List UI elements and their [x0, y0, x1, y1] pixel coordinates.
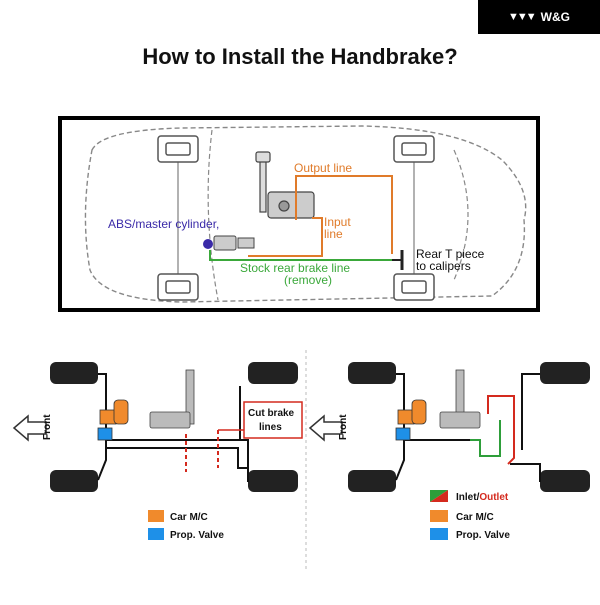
- left-callout-line-1: Cut brake: [248, 408, 295, 419]
- right-outlet-line: [487, 395, 515, 465]
- brand-name: W&G: [540, 10, 570, 24]
- car-rear-window-outline: [453, 149, 469, 281]
- car-windshield-outline: [207, 129, 219, 301]
- right-inlet-line: [470, 420, 501, 457]
- right-legend-inlet-outlet-swatch: [430, 490, 448, 502]
- wheel-rear-right: [393, 273, 435, 301]
- right-legend-inlet-outlet: Inlet/Outlet: [456, 492, 509, 503]
- left-legend-valve-swatch: [148, 528, 164, 540]
- left-legend-mc-swatch: [148, 510, 164, 522]
- label-rear-t-1: Rear T piece: [416, 247, 485, 261]
- right-tire-rr: [540, 470, 590, 492]
- car-outline-svg: ABS/master cylinder, Output line Input l…: [84, 125, 527, 303]
- brand-badge: ▼▼▼ W&G: [478, 0, 600, 34]
- wg-logo-icon: ▼▼▼: [508, 11, 537, 23]
- right-install-diagram: Front: [308, 362, 590, 541]
- right-tire-fl: [348, 362, 396, 384]
- right-front-label: Front: [338, 414, 349, 440]
- left-legend-mc-label: Car M/C: [170, 512, 208, 523]
- label-rear-t-2: to calipers: [416, 259, 471, 273]
- right-legend-mc-swatch: [430, 510, 448, 522]
- master-cylinder-assembly: [213, 235, 255, 251]
- top-car-diagram: ABS/master cylinder, Output line Input l…: [58, 116, 540, 312]
- left-prop-valve: [97, 427, 113, 441]
- bottom-diagrams: Front Cut brake: [0, 340, 600, 600]
- stock-brake-line-path: [209, 250, 402, 261]
- label-input-line-1: Input: [324, 215, 351, 229]
- left-tire-fl: [50, 362, 98, 384]
- bottom-diagrams-svg: Front Cut brake: [12, 350, 590, 570]
- wheel-rear-left: [393, 135, 435, 163]
- handbrake-lever: [255, 151, 315, 219]
- left-brake-line-front: [97, 373, 107, 481]
- left-install-diagram: Front Cut brake: [12, 362, 303, 541]
- wheel-front-right: [157, 273, 199, 301]
- abs-dot: [203, 239, 213, 249]
- right-legend-valve-swatch: [430, 528, 448, 540]
- label-input-line-2: line: [324, 227, 343, 241]
- car-body-outline: [84, 125, 527, 303]
- left-front-label: Front: [42, 414, 53, 440]
- left-legend-valve-label: Prop. Valve: [170, 530, 224, 541]
- left-tire-rl: [50, 470, 98, 492]
- right-prop-valve: [395, 427, 411, 441]
- right-legend-mc-label: Car M/C: [456, 512, 494, 523]
- right-legend-outlet-label: Outlet: [479, 492, 509, 503]
- right-brake-line-front: [395, 373, 405, 481]
- left-front-arrow-icon: [12, 414, 47, 442]
- right-legend-valve-label: Prop. Valve: [456, 530, 510, 541]
- wheel-front-left: [157, 135, 199, 163]
- left-cut-callout-box: [243, 401, 303, 439]
- right-legend-inlet-label: Inlet: [456, 492, 477, 503]
- left-callout-line-2: lines: [259, 422, 282, 433]
- left-handbrake-icon: [149, 369, 195, 429]
- page-title: How to Install the Handbrake?: [142, 44, 458, 69]
- right-tire-fr: [540, 362, 590, 384]
- label-output-line: Output line: [294, 161, 352, 175]
- input-line-path: [248, 217, 323, 257]
- right-front-arrow-icon: [308, 414, 343, 442]
- right-handbrake-icon: [439, 369, 481, 429]
- label-abs: ABS/master cylinder,: [108, 217, 219, 231]
- left-tire-fr: [248, 362, 298, 384]
- right-tire-rl: [348, 470, 396, 492]
- output-line-path: [295, 175, 393, 254]
- left-tire-rr: [248, 470, 298, 492]
- label-stock-line-2: (remove): [284, 273, 332, 287]
- right-legend-separator: /: [477, 492, 480, 503]
- left-brake-line-rear: [106, 439, 249, 482]
- label-stock-line-1: Stock rear brake line: [240, 261, 350, 275]
